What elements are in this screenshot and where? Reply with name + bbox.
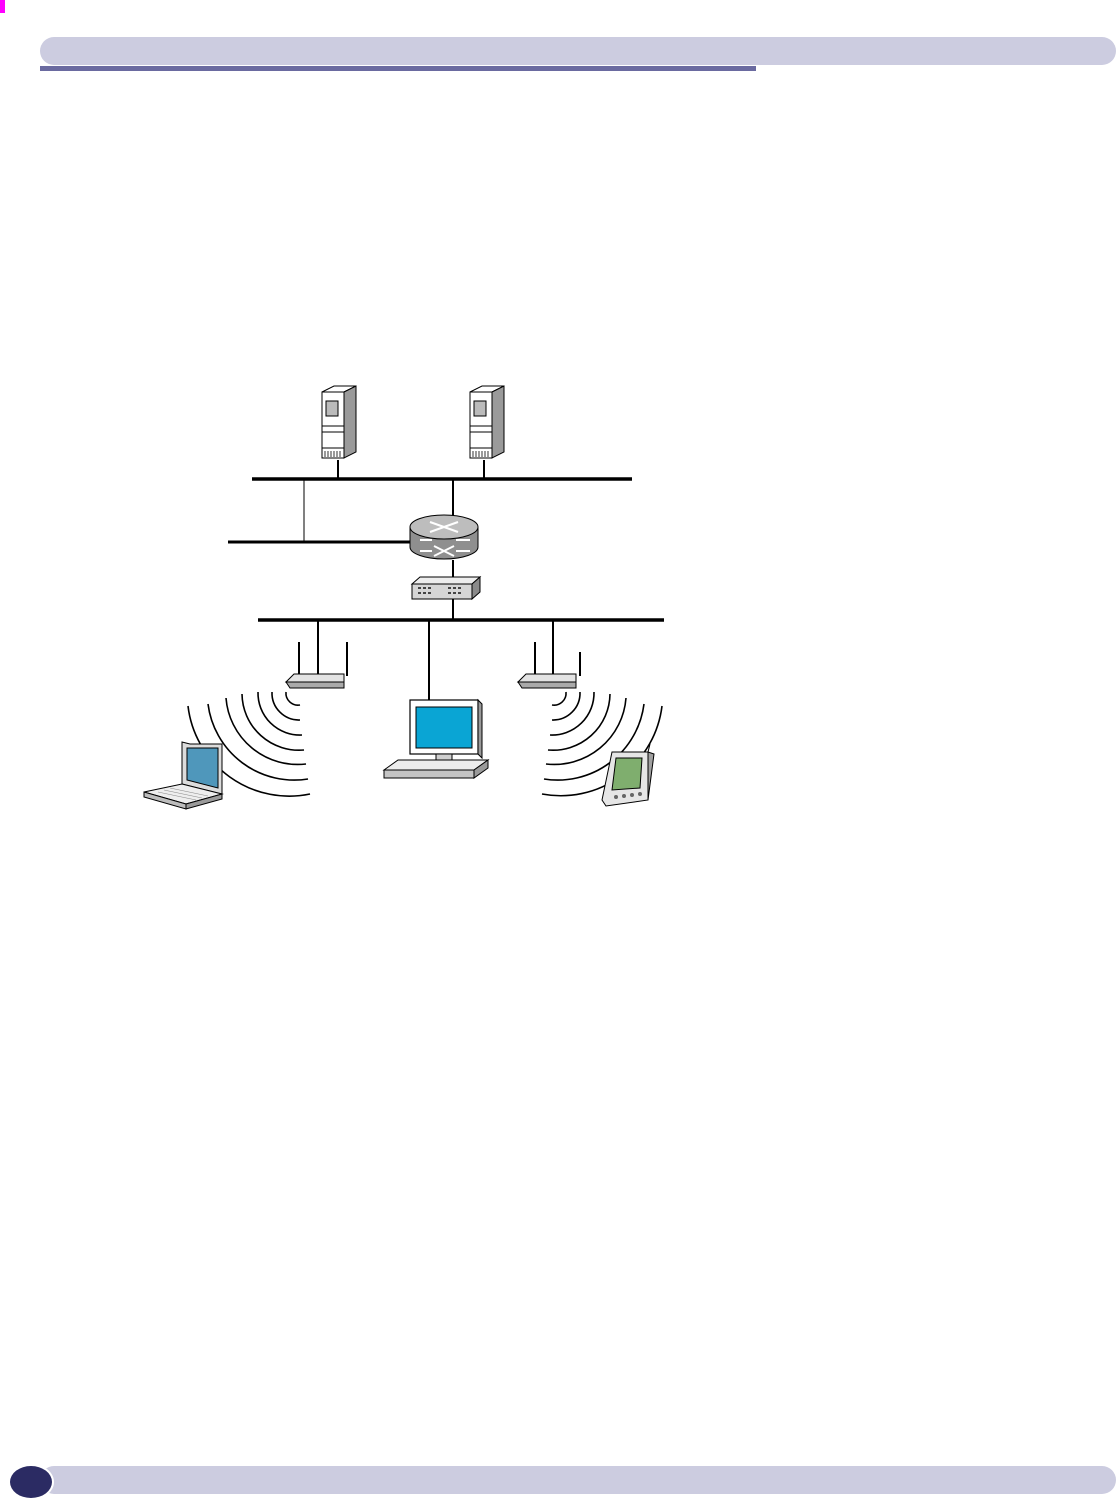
router-switch-icon bbox=[410, 515, 478, 559]
page-number-badge bbox=[8, 1464, 54, 1500]
ethernet-switch-icon bbox=[412, 577, 480, 599]
pda-handheld-icon bbox=[602, 744, 654, 806]
server-tower-icon bbox=[470, 386, 504, 458]
wireless-access-point-icon bbox=[518, 642, 580, 688]
desktop-computer-icon bbox=[384, 700, 488, 778]
wireless-access-point-icon bbox=[286, 642, 347, 688]
server-tower-icon bbox=[322, 386, 356, 458]
laptop-icon bbox=[144, 742, 222, 809]
footer-bar bbox=[40, 1466, 1116, 1494]
secondary-segment bbox=[228, 479, 412, 542]
